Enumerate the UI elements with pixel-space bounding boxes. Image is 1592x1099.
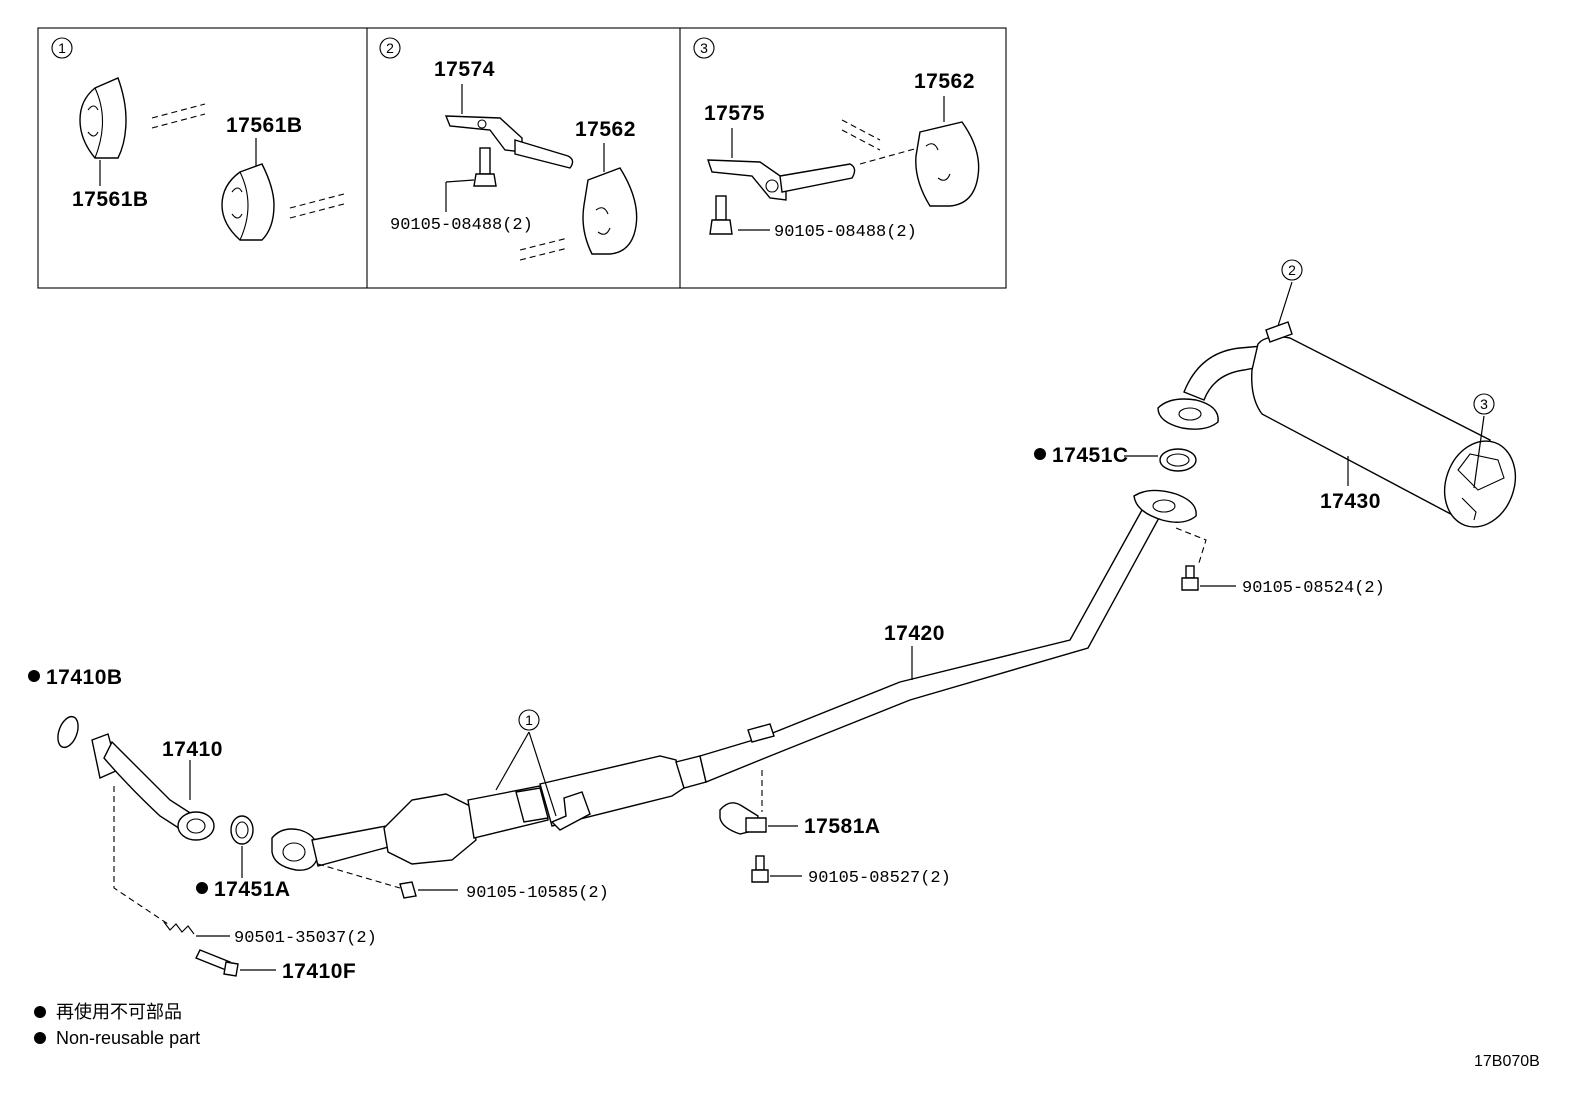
panel-1: 1 17561B 17561B (51, 37, 345, 241)
label-90501-35037: 90501-35037(2) (234, 929, 377, 948)
label-90105-08527: 90105-08527(2) (808, 869, 951, 888)
label-17581a: 17581A (804, 815, 881, 838)
gasket-17451c: 17451C (1034, 444, 1197, 472)
label-17410f: 17410F (282, 960, 356, 983)
label-17430: 17430 (1320, 490, 1381, 513)
panel-3-number-circle (693, 37, 715, 59)
ref-1-circle (518, 709, 540, 731)
bolt-90105-08488-p3 (709, 195, 733, 235)
gasket-17451a: 17451A (196, 815, 291, 901)
legend-text-jp: 再使用不可部品 (56, 1002, 182, 1022)
label-17574: 17574 (434, 58, 495, 81)
bolt-90105-08527: 90105-08527(2) (751, 855, 951, 888)
label-90105-08524: 90105-08524(2) (1242, 579, 1385, 598)
label-17451a: 17451A (214, 878, 291, 901)
bolt-90105-10585: 90105-10585(2) (317, 863, 609, 903)
non-reusable-dot-17410b (28, 670, 40, 682)
legend-dot-jp (34, 1006, 46, 1018)
label-17562-p3: 17562 (914, 70, 975, 93)
panel-3-number: 3 (700, 40, 708, 56)
front-pipe-17410: 17410 (91, 733, 223, 841)
panel-1-number: 1 (58, 40, 66, 56)
panel-2-number: 2 (386, 40, 394, 56)
label-90105-10585: 90105-10585(2) (466, 884, 609, 903)
label-17410b: 17410B (46, 666, 123, 689)
label-17562-p2: 17562 (575, 118, 636, 141)
bolt-90105-08488-p2 (473, 147, 497, 187)
bolt-17410f: 17410F (195, 949, 356, 983)
label-90105-08488-p2: 90105-08488(2) (390, 216, 533, 235)
legend-text-en: Non-reusable part (56, 1028, 200, 1048)
ref-2-number: 2 (1288, 262, 1296, 278)
spring-90501-35037: 90501-35037(2) (163, 921, 377, 948)
label-17575: 17575 (704, 102, 765, 125)
ref-3-circle (1473, 393, 1495, 415)
bracket-17575 (707, 159, 856, 201)
label-90105-08488-p3: 90105-08488(2) (774, 223, 917, 242)
diagram-code: 17B070B (1474, 1053, 1540, 1070)
label-17420: 17420 (884, 622, 945, 645)
hanger-rubber-17562-p3 (915, 121, 980, 207)
bracket-17574 (444, 115, 574, 169)
non-reusable-dot-17451a (196, 882, 208, 894)
muffler-17430: 2 3 17430 (1157, 259, 1517, 528)
hanger-17581a: 17581A (719, 770, 881, 838)
label-17561b-lower: 17561B (72, 188, 149, 211)
inset-panels (37, 27, 1007, 289)
gasket-17410b: 17410B (28, 666, 123, 749)
hanger-rubber-17561b-a (79, 77, 127, 159)
legend-dot-en (34, 1032, 46, 1044)
label-17451c: 17451C (1052, 444, 1129, 467)
panel-2-number-circle (379, 37, 401, 59)
hanger-rubber-17562-p2 (582, 167, 638, 255)
panel-1-number-circle (51, 37, 73, 59)
center-pipe-17420: 17420 1 (271, 489, 1197, 871)
ref-1-number: 1 (525, 712, 533, 728)
non-reusable-dot-17451c (1034, 448, 1046, 460)
ref-3-number: 3 (1480, 396, 1488, 412)
panel-3: 3 17575 90105-08488(2) 17562 (693, 37, 980, 242)
bolt-90105-08524: 90105-08524(2) (1175, 527, 1385, 598)
label-17561b-upper: 17561B (226, 114, 303, 137)
legend: 再使用不可部品 Non-reusable part (34, 1002, 200, 1048)
label-17410: 17410 (162, 738, 223, 761)
ref-2-circle (1281, 259, 1303, 281)
panel-2: 2 17574 90105-08488(2) 17562 (379, 37, 638, 261)
hanger-rubber-17561b-b (221, 163, 275, 241)
